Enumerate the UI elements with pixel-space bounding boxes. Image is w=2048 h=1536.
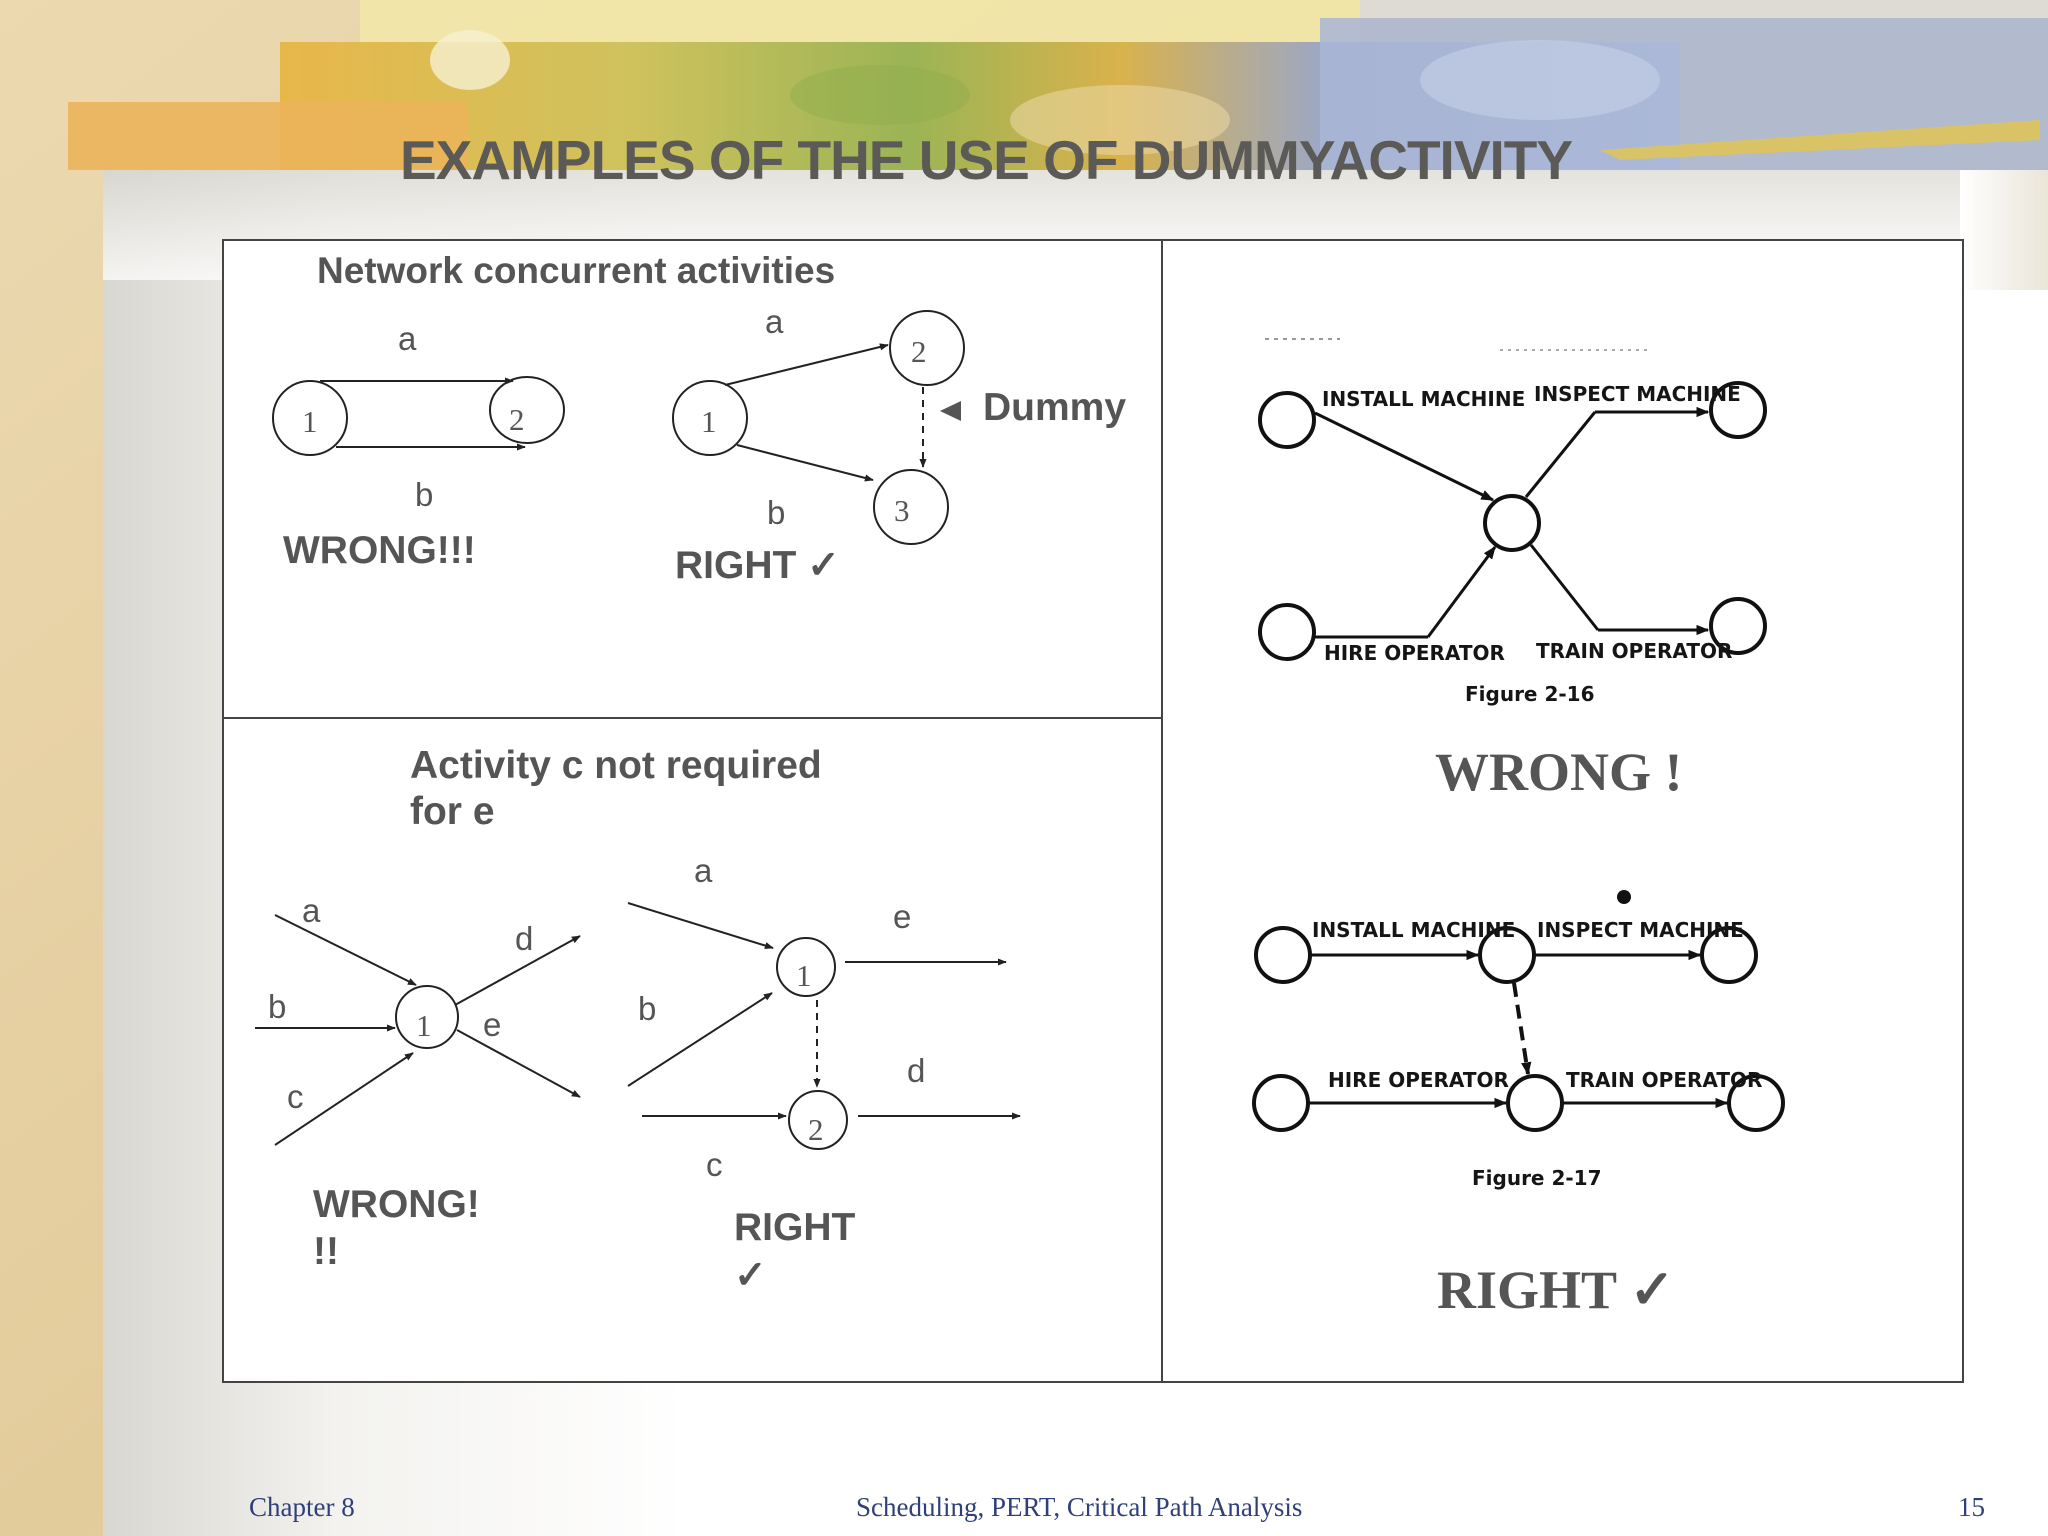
node-label: 2 [509,402,525,437]
node-circle [1483,494,1541,552]
activity-label: INSTALL MACHINE [1312,918,1515,942]
activity-arrow [736,444,874,482]
right-network-diagram: 1 2 3 a b Dummy RIGHT ✓ [672,303,1126,587]
dummy-label: Dummy [983,386,1126,429]
verdict-wrong: WRONG!!! [283,529,476,572]
activity-arrow [627,902,774,950]
activity-label: TRAIN OPERATOR [1536,639,1732,663]
node-circle [1709,597,1767,655]
wrong-network-diagram: 1 2 a b WRONG!!! [272,320,565,572]
node-circle [873,469,949,545]
panel-grid [222,239,1964,1383]
dummy-pointer-icon [940,401,961,421]
node-circle [1252,1074,1310,1132]
activity-arrow [724,343,889,386]
arrow-label: c [706,1146,723,1183]
figure-caption: Figure 2-16 [1465,682,1595,706]
node-circle [1700,926,1758,984]
figure-caption: Figure 2-17 [1472,1166,1602,1190]
node-circle [889,310,965,386]
panel-activity-not-required: Activity c not required for e 1 a b c d … [255,744,1021,1297]
slide-title: EXAMPLES OF THE USE OF DUMMYACTIVITY [400,129,1573,191]
node-label: 2 [808,1112,824,1147]
panel-heading: Network concurrent activities [317,250,835,291]
activity-arrow [1314,411,1495,502]
node-circle [1254,926,1312,984]
verdict-right-line2: ✓ [734,1254,767,1297]
arrow-label: a [398,320,417,357]
node-circle [1709,381,1767,439]
activity-label: HIRE OPERATOR [1328,1068,1509,1092]
dummy-arrow [1512,982,1532,1076]
activity-label: HIRE OPERATOR [1324,641,1505,665]
arrow-label: e [483,1006,501,1043]
activity-label: INSPECT MACHINE [1537,918,1744,942]
node-circle [1506,1074,1564,1132]
panel-concurrent-activities: Network concurrent activities 1 2 a b WR… [272,250,1126,587]
node-circle [1258,603,1316,661]
verdict-right: RIGHT ✓ [675,544,840,587]
verdict-wrong-line1: WRONG! [313,1183,480,1226]
arrow-label: b [638,990,656,1027]
footer-chapter: Chapter 8 [249,1492,355,1522]
node-circle [489,376,565,444]
panel-scanned-figures: INSTALL MACHINE INSPECT MACHINE HIRE OPE… [1252,338,1785,1320]
arrow-label: c [287,1078,304,1115]
arrow-label: a [765,303,784,340]
figure-2-17: INSTALL MACHINE INSPECT MACHINE HIRE OPE… [1252,890,1785,1320]
wrong-network-diagram: 1 a b c d e WRONG! !! [255,892,581,1273]
node-label: 2 [911,334,927,369]
activity-arrow [456,1029,581,1098]
node-circle [1258,391,1316,449]
arrow-label: e [893,898,911,935]
activity-label: INSTALL MACHINE [1322,387,1525,411]
footer-page-number: 15 [1958,1492,1985,1522]
activity-label: INSPECT MACHINE [1534,382,1741,406]
activity-arrow [274,914,417,986]
node-circle [788,1090,848,1150]
arrow-label: b [268,988,286,1025]
figure-2-16: INSTALL MACHINE INSPECT MACHINE HIRE OPE… [1258,338,1767,802]
verdict-right: RIGHT ✓ [1437,1260,1675,1320]
arrow-label: b [767,494,785,531]
arrow-label: d [515,920,533,957]
right-network-diagram: 1 2 a b c d e RIGHT ✓ [627,852,1021,1297]
activity-arrow [627,992,773,1087]
activity-arrow [274,1052,414,1146]
node-circle [272,380,348,456]
node-circle [1727,1074,1785,1132]
arrow-label: a [694,852,713,889]
arrow-label: b [415,476,433,513]
arrow-label: d [907,1052,925,1089]
node-label: 1 [796,958,812,993]
footer-title: Scheduling, PERT, Critical Path Analysis [856,1492,1303,1522]
verdict-wrong-line2: !! [313,1230,339,1273]
scan-speck [1617,890,1631,904]
verdict-right-line1: RIGHT [734,1206,856,1249]
node-circle [672,380,748,456]
node-label: 3 [894,493,910,528]
verdict-wrong: WRONG ! [1435,742,1682,802]
activity-arrow [454,935,581,1006]
node-label: 1 [701,404,717,439]
activity-arrow [1426,545,1497,638]
node-label: 1 [416,1008,432,1043]
panel-heading-line1: Activity c not required [410,744,822,787]
activity-label: TRAIN OPERATOR [1566,1068,1762,1092]
node-circle [776,937,836,997]
panel-heading-line2: for e [410,790,495,833]
arrow-label: a [302,892,321,929]
node-circle [395,985,459,1049]
node-label: 1 [302,404,318,439]
